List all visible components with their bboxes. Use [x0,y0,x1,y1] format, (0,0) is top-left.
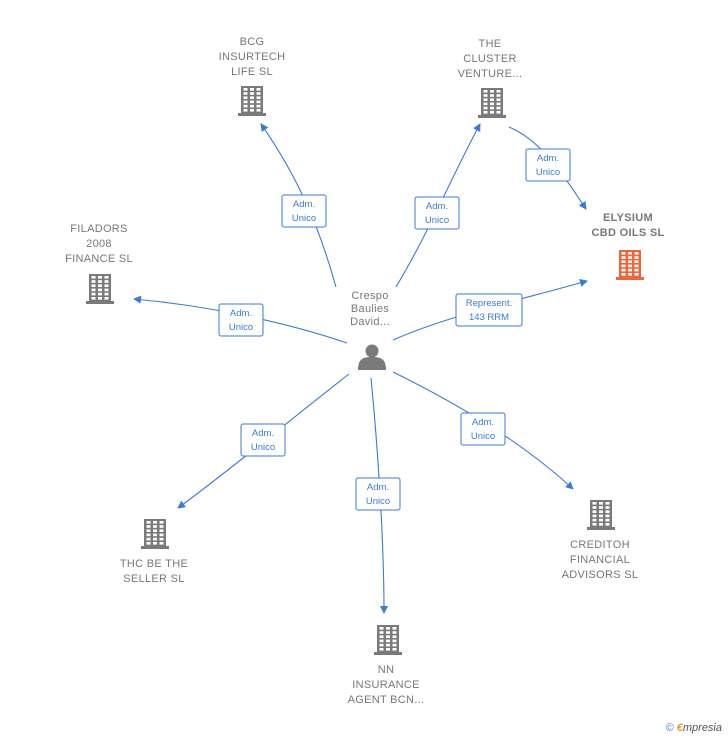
edge-cluster-elysium: Adm. Unico [508,126,587,210]
company-name-line: FILADORS [70,223,127,235]
edge-label-line: Represent. [466,298,512,309]
edge-label-line: Adm. [293,199,315,210]
edge-label-line: Unico [366,496,390,507]
company-name-line: AGENT BCN... [348,694,425,706]
edge-bcg: Adm. Unico [260,123,337,288]
company-node-bcg[interactable]: BCG INSURTECH LIFE SL [219,36,286,116]
brand-logo-text: mpresia [682,722,722,734]
person-icon [358,344,386,370]
copyright-symbol: © [665,722,674,734]
building-icon [141,519,169,549]
company-name-line: INSURTECH [219,51,286,63]
edge-label-box [455,293,523,327]
company-name-line: LIFE SL [231,66,273,78]
building-icon [374,625,402,655]
edge-label[interactable]: Represent. 143 RRM [455,293,523,327]
company-name-line: THC BE THE [120,558,188,570]
building-icon [86,274,114,304]
edge-label[interactable]: Adm. Unico [281,194,327,228]
edge-label[interactable]: Adm. Unico [218,303,264,337]
edge-creditoh: Adm. Unico [392,371,574,490]
company-name-line: NN [378,664,395,676]
center-person-node[interactable]: CrespoBauliesDavid... [350,290,390,370]
edge-label[interactable]: Adm. Unico [460,412,506,446]
edge-label-line: Unico [251,442,275,453]
company-node-elysium[interactable]: ELYSIUM CBD OILS SL [592,212,665,280]
edge-label-box [218,303,264,337]
company-name-line: INSURANCE [352,679,420,691]
edge-label[interactable]: Adm. Unico [525,148,571,182]
brand-logo-e: € [676,722,683,734]
edge-label-line: Adm. [537,153,559,164]
edge-nn: Adm. Unico [355,377,401,614]
edge-label-line: Unico [229,322,253,333]
person-name-line: David... [350,316,390,328]
edge-label-line: Adm. [230,308,252,319]
edge-label-box [355,477,401,511]
company-name-line: 2008 [86,238,112,250]
building-icon [616,250,644,280]
edge-filadors: Adm. Unico [133,295,348,344]
company-name-line: SELLER SL [123,573,184,585]
edge-label[interactable]: Adm. Unico [414,196,460,230]
edge-label-line: 143 RRM [469,312,509,323]
company-name-line: FINANCIAL [570,554,630,566]
edges-layer: Adm.UnicoAdm.UnicoAdm.UnicoRepresent.143… [133,123,588,614]
company-node-creditoh[interactable]: CREDITOH FINANCIAL ADVISORS SL [562,500,639,581]
company-name-line: FINANCE SL [65,253,133,265]
person-name-line: Crespo [351,290,388,302]
building-icon [587,500,615,530]
edge-label-line: Unico [292,213,316,224]
building-icon [238,86,266,116]
company-node-cluster[interactable]: THE CLUSTER VENTURE... [458,38,523,118]
edge-label-line: Unico [425,215,449,226]
company-name-line: THE [479,38,502,50]
edge-label-box [525,148,571,182]
company-node-nn[interactable]: NN INSURANCE AGENT BCN... [348,625,425,706]
edge-cluster: Adm. Unico [395,123,481,288]
company-name-line: CREDITOH [570,539,630,551]
company-node-thc[interactable]: THC BE THE SELLER SL [120,519,188,585]
edge-label-box [240,423,286,457]
company-name-line: ELYSIUM [603,212,653,224]
edge-label-box [414,196,460,230]
edge-label-line: Unico [471,431,495,442]
edge-label-box [281,194,327,228]
edge-label-box [460,412,506,446]
person-name-line: Baulies [351,303,389,315]
edge-label[interactable]: Adm. Unico [355,477,401,511]
edge-label[interactable]: Adm. Unico [240,423,286,457]
edge-label-line: Adm. [472,417,494,428]
company-name-line: ADVISORS SL [562,569,639,581]
company-name-line: CBD OILS SL [592,227,665,239]
brand-watermark: © €mpresia [666,722,722,734]
edge-elysium: Represent. 143 RRM [392,279,588,341]
edge-label-line: Unico [536,167,560,178]
company-name-line: CLUSTER [463,53,516,65]
edge-label-line: Adm. [252,428,274,439]
edge-label-line: Adm. [426,201,448,212]
company-name-line: BCG [240,36,265,48]
edge-label-line: Adm. [367,482,389,493]
edge-thc: Adm. Unico [177,373,350,509]
company-name-line: VENTURE... [458,68,523,80]
building-icon [478,88,506,118]
